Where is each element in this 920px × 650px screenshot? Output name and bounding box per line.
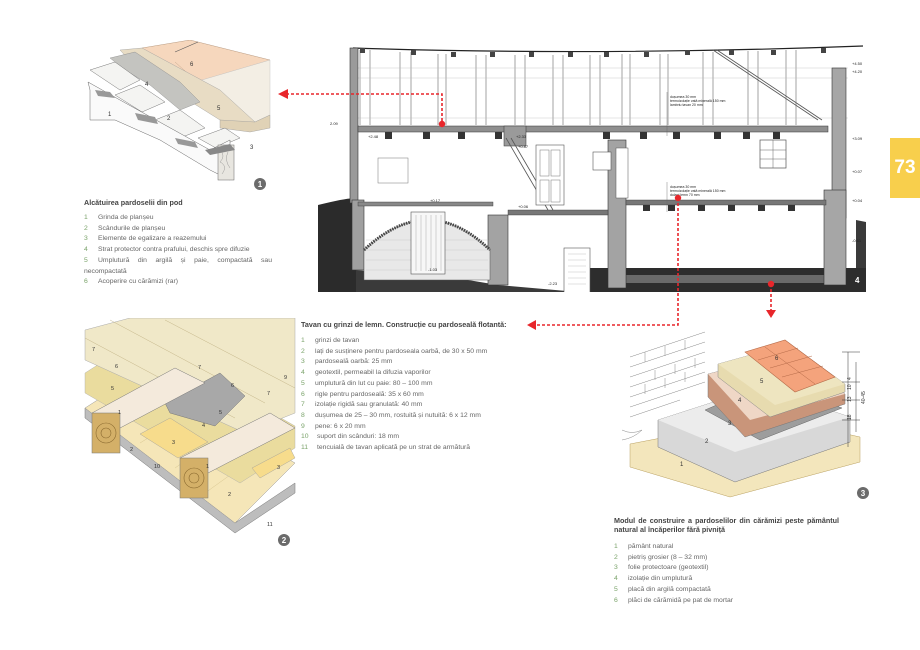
svg-text:3: 3 [728,421,732,427]
building-section-illustration: +4.50 +4.20 +3.09 +0.07 +0.04 -0.61 +2.4… [318,45,866,294]
svg-text:3: 3 [250,145,254,151]
svg-text:10: 10 [847,384,853,390]
figure-2-caption: Tavan cu grinzi de lemn. Construcție cu … [301,320,531,454]
svg-text:9: 9 [284,375,287,381]
figure-2-title: Tavan cu grinzi de lemn. Construcție cu … [301,320,507,329]
svg-text:5: 5 [760,379,764,385]
svg-text:7: 7 [92,347,95,353]
svg-text:18: 18 [847,414,853,420]
svg-text:+3.09: +3.09 [852,136,863,141]
figure-2-drawing: 1 1 2 2 3 3 4 5 5 6 6 7 7 7 9 10 11 [80,317,300,538]
svg-text:1: 1 [206,464,209,470]
svg-text:3: 3 [277,465,280,471]
figure-2-badge: 2 [278,534,290,546]
brick-floor-illustration: 1 2 3 4 5 6 10 4 13 18 40-45 [621,331,867,498]
svg-text:-1.03: -1.03 [428,267,438,272]
svg-text:dușumea 30 mm: dușumea 30 mm [670,95,696,99]
svg-text:lambriu tavan 20 mm: lambriu tavan 20 mm [670,103,703,107]
svg-text:+2.48: +2.48 [368,134,379,139]
svg-text:2: 2 [167,116,171,122]
svg-text:termoizolație vată minerală 15: termoizolație vată minerală 150 mm [670,99,726,103]
svg-text:-0.61: -0.61 [852,238,862,243]
figure-4-section-drawing: +4.50 +4.20 +3.09 +0.07 +0.04 -0.61 +2.4… [318,40,866,294]
svg-text:5: 5 [217,106,221,112]
svg-text:+4.20: +4.20 [852,69,863,74]
svg-text:+0.07: +0.07 [852,169,863,174]
svg-text:5: 5 [111,386,114,392]
svg-text:3: 3 [172,440,175,446]
svg-text:4: 4 [145,82,149,88]
svg-text:7: 7 [198,365,201,371]
figure-1-drawing: 1 2 3 4 5 6 [80,39,280,190]
svg-text:dulapi lemn 70 mm: dulapi lemn 70 mm [670,193,700,197]
svg-text:+0.17: +0.17 [430,198,441,203]
svg-text:1: 1 [108,112,112,118]
svg-text:6: 6 [190,62,194,68]
svg-text:4: 4 [738,398,742,404]
svg-text:+0.06: +0.06 [518,204,529,209]
svg-text:40-45: 40-45 [861,391,867,404]
svg-text:2: 2 [228,492,231,498]
svg-text:1: 1 [118,410,121,416]
svg-text:2: 2 [130,447,133,453]
figure-3-title: Modul de construire a pardoselilor din c… [614,516,839,534]
svg-text:6: 6 [775,356,779,362]
figure-3-badge: 3 [857,487,869,499]
svg-text:6: 6 [115,364,118,370]
svg-text:4: 4 [847,377,853,380]
page-number-tab: 73 [890,138,920,198]
figure-4-badge: 4 [855,276,860,285]
svg-text:5: 5 [219,410,222,416]
svg-text:termoizolație vată minerală 15: termoizolație vată minerală 150 mm [670,189,726,193]
svg-text:+2.33: +2.33 [516,134,527,139]
figure-1-badge: 1 [254,178,266,190]
figure-3-drawing: 1 2 3 4 5 6 10 4 13 18 40-45 [610,322,880,502]
svg-text:2.09: 2.09 [330,121,339,126]
svg-text:10: 10 [154,464,160,470]
svg-text:1: 1 [680,462,684,468]
svg-text:4: 4 [202,423,205,429]
attic-floor-illustration: 1 2 3 4 5 6 [87,39,271,181]
floating-floor-illustration: 1 1 2 2 3 3 4 5 5 6 6 7 7 7 9 10 11 [84,317,296,534]
svg-text:7: 7 [267,391,270,397]
svg-text:11: 11 [267,522,273,528]
svg-text:13: 13 [847,396,853,402]
svg-text:-2.23: -2.23 [548,281,558,286]
svg-text:+4.50: +4.50 [852,61,863,66]
svg-text:+0.04: +0.04 [852,198,863,203]
svg-text:+0.87: +0.87 [518,144,529,149]
svg-text:dușumea 30 mm: dușumea 30 mm [670,185,696,189]
figure-3-caption: Modul de construire a pardoselilor din c… [614,516,839,606]
svg-text:2: 2 [705,439,709,445]
figure-1-title: Alcătuirea pardoselii din pod [84,198,183,207]
svg-text:6: 6 [231,383,234,389]
